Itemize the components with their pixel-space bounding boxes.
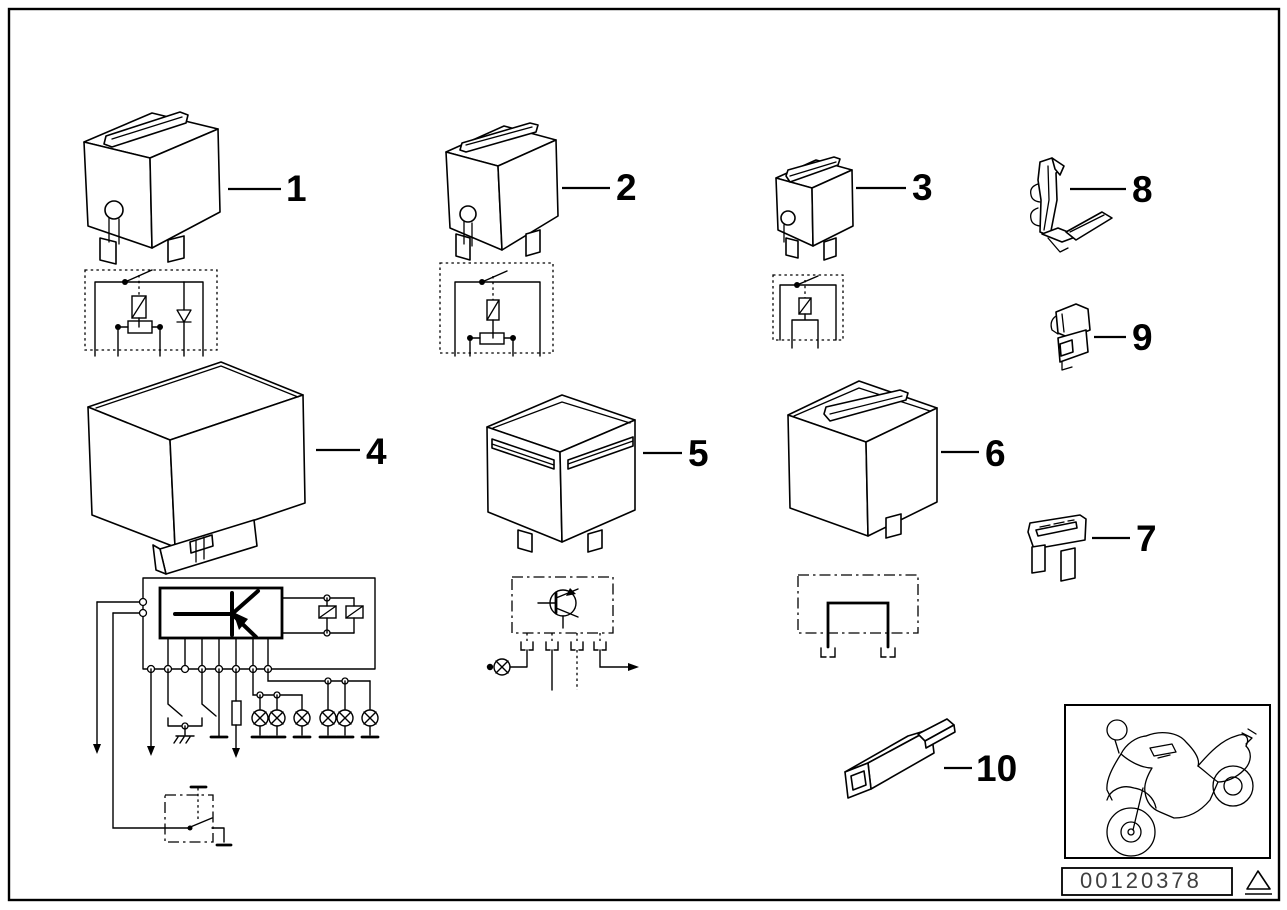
part-number-box: 00120378 <box>1061 867 1233 896</box>
schematic-5 <box>486 576 639 691</box>
schematic-2 <box>439 262 554 357</box>
callout-6[interactable]: 6 <box>985 433 1006 474</box>
part-10-diode-plug-drawing <box>844 718 956 799</box>
callout-leader-lines <box>228 186 1130 770</box>
part-8-clip-drawing <box>1030 157 1113 253</box>
motorcycle-icon <box>1106 719 1257 857</box>
part-number-text: 00120378 <box>1080 868 1202 893</box>
part-9-clip-drawing <box>1050 303 1091 371</box>
part-3-relay-drawing <box>775 156 854 261</box>
part-1-relay-drawing <box>83 111 221 265</box>
callout-1[interactable]: 1 <box>286 168 307 209</box>
schematic-4 <box>93 577 380 847</box>
part-4-relay-unit-drawing <box>87 361 306 575</box>
callout-9[interactable]: 9 <box>1132 317 1153 358</box>
part-7-fuse-drawing <box>1027 514 1087 582</box>
part-2-relay-drawing <box>445 122 559 261</box>
schematic-3 <box>772 274 844 349</box>
callout-2[interactable]: 2 <box>616 167 637 208</box>
callout-10[interactable]: 10 <box>976 748 1017 789</box>
callout-8[interactable]: 8 <box>1132 169 1153 210</box>
frame-border <box>7 7 1281 902</box>
triangle-icon <box>1245 870 1272 895</box>
callout-4[interactable]: 4 <box>366 431 387 472</box>
callout-7[interactable]: 7 <box>1136 518 1157 559</box>
schematic-1 <box>84 269 218 357</box>
callout-5[interactable]: 5 <box>688 433 709 474</box>
callout-3[interactable]: 3 <box>912 167 933 208</box>
motorcycle-thumbnail <box>1064 704 1271 859</box>
schematic-6 <box>797 574 919 658</box>
part-6-relay-drawing <box>787 380 938 539</box>
part-5-relay-drawing <box>486 394 636 553</box>
